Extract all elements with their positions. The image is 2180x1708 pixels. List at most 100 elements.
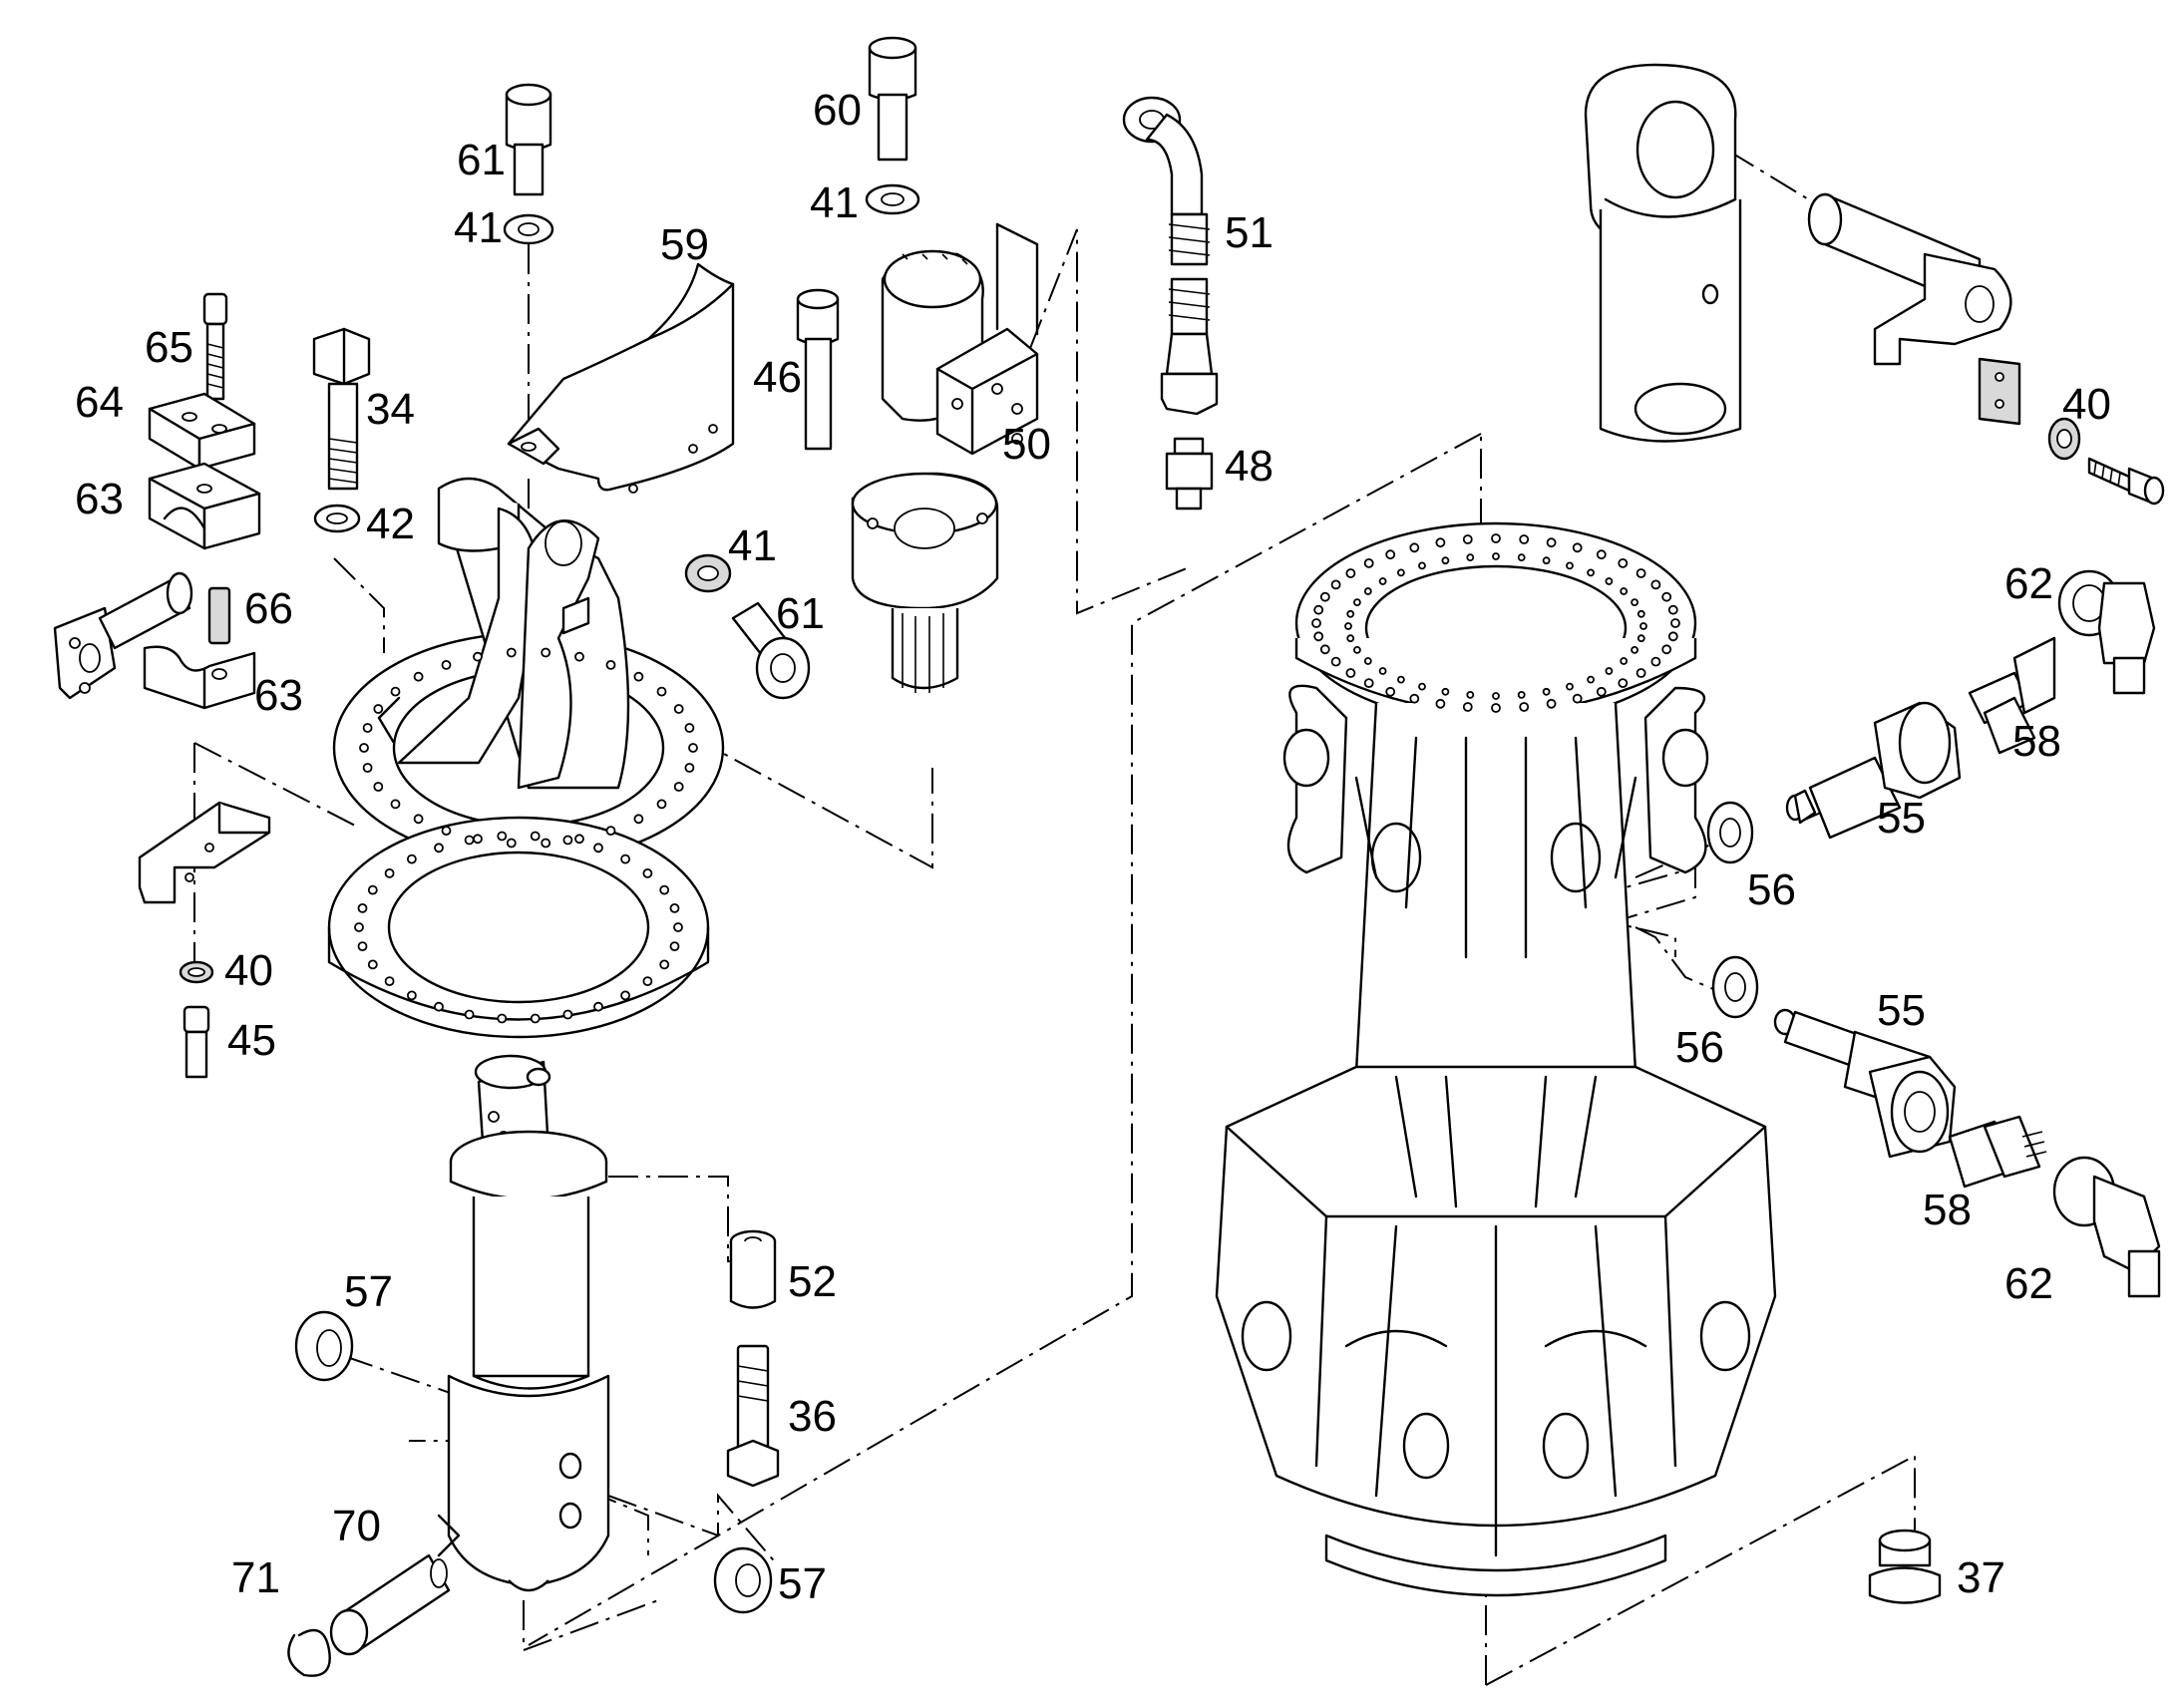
cylinder-rod-eye xyxy=(1584,63,1742,443)
bolt-hole xyxy=(1409,542,1420,553)
bolt-hole xyxy=(1670,618,1680,628)
callout-42: 42 xyxy=(366,500,415,548)
bolt-hole xyxy=(367,884,378,895)
bolt-hole xyxy=(1313,631,1324,642)
screw-65 xyxy=(202,292,228,401)
callout-61-top: 61 xyxy=(457,136,506,184)
column-flange-bolt-holes xyxy=(1311,533,1680,713)
clamp-half-63-bottom xyxy=(143,645,256,710)
fitting-48 xyxy=(1165,437,1214,511)
sensor-55-upper xyxy=(1785,701,1962,840)
elbow-62-upper xyxy=(2057,569,2156,695)
bolt-hole xyxy=(1618,678,1629,688)
bolt-hole xyxy=(1345,568,1356,578)
callout-58-bottom: 58 xyxy=(1923,1186,1972,1234)
gearbox-flange xyxy=(851,472,999,693)
bolt-hole xyxy=(1418,682,1426,691)
bolt-36 xyxy=(726,1344,780,1488)
bolt-hole xyxy=(464,1009,475,1020)
callout-48: 48 xyxy=(1225,442,1273,491)
bolt-hole xyxy=(1363,558,1374,568)
bolt-hole xyxy=(620,990,630,1001)
bolt-hole xyxy=(1517,553,1526,561)
callout-55-bottom: 55 xyxy=(1877,986,1926,1035)
bolt-hole xyxy=(1418,561,1426,570)
bolt-hole xyxy=(1330,656,1341,667)
bolt-hole xyxy=(684,763,695,773)
bolt-hole xyxy=(656,799,667,810)
bolt-hole xyxy=(441,826,452,836)
bolt-hole xyxy=(1319,591,1330,602)
bolt-hole xyxy=(656,686,667,697)
bolt-hole xyxy=(1566,561,1574,570)
washer-41-middle xyxy=(865,183,920,215)
callout-62-bottom: 62 xyxy=(2004,1259,2053,1308)
bolt-hole xyxy=(497,831,508,842)
screw-60 xyxy=(868,36,917,162)
bolt-hole xyxy=(688,743,698,753)
bolt-hole xyxy=(390,799,401,810)
washer-41-top xyxy=(503,213,554,245)
callout-41-middle: 41 xyxy=(810,178,859,227)
bolt-hole xyxy=(1542,556,1551,565)
bolt-hole xyxy=(406,854,417,864)
bolt-hole xyxy=(1620,657,1629,665)
callout-50: 50 xyxy=(1002,420,1051,469)
callout-56-bottom: 56 xyxy=(1675,1023,1724,1072)
bolt-hole xyxy=(642,868,653,878)
bolt-hole xyxy=(1353,646,1361,654)
bolt-hole xyxy=(1635,668,1646,678)
bolt-hole xyxy=(1491,533,1501,543)
bolt-hole xyxy=(541,838,551,849)
bolt-hole xyxy=(362,723,373,733)
bolt-hole xyxy=(1517,691,1526,699)
valve-block-50 xyxy=(881,222,1039,456)
lower-slewing-ring xyxy=(327,816,710,1039)
bolt-hole xyxy=(1605,667,1614,675)
bolt-hole xyxy=(593,843,603,854)
bolt-hole xyxy=(1353,598,1361,606)
bolt-hole xyxy=(406,990,417,1001)
bolt-hole xyxy=(473,834,483,845)
bolt-hole xyxy=(1650,579,1661,590)
bolt-hole xyxy=(620,854,630,864)
bolt-hole xyxy=(1636,609,1645,618)
bolt-hole xyxy=(659,884,670,895)
rotary-union xyxy=(437,1054,610,1592)
bolt-hole xyxy=(1363,678,1374,688)
bolt-hole xyxy=(684,723,695,733)
bolt-hole xyxy=(1631,598,1638,606)
bolt-hole xyxy=(1667,631,1678,642)
callout-65: 65 xyxy=(145,323,193,372)
bolt-hole xyxy=(562,1009,573,1020)
bolt-hole xyxy=(434,843,444,854)
callout-62-top: 62 xyxy=(2004,559,2053,608)
callout-51: 51 xyxy=(1225,208,1273,257)
bolt-hole xyxy=(357,903,368,913)
circlip-71 xyxy=(287,1628,331,1677)
bolt-hole xyxy=(1639,622,1647,630)
bolt-hole xyxy=(1346,609,1355,618)
callout-40-right: 40 xyxy=(2062,380,2111,429)
bolt-hole xyxy=(1546,698,1557,709)
bolt-hole xyxy=(1330,579,1341,590)
bracket-plate xyxy=(138,801,271,904)
bolt-hole xyxy=(1587,675,1595,684)
seal-57-lower xyxy=(713,1546,773,1614)
washer-42 xyxy=(313,504,361,533)
bolt-hole xyxy=(1636,634,1645,643)
bolt-hole xyxy=(384,976,395,986)
mounting-bracket xyxy=(377,477,630,790)
bolt-hole xyxy=(1661,591,1672,602)
bolt-hole xyxy=(1491,703,1501,713)
callout-41-top: 41 xyxy=(454,203,503,252)
bolt-hole xyxy=(506,838,517,849)
bolt-hole xyxy=(1572,542,1583,553)
callout-57-bottom: 57 xyxy=(778,1559,827,1608)
bolt-hole xyxy=(506,647,517,658)
bolt-hole xyxy=(413,671,424,682)
callout-41-lower: 41 xyxy=(728,521,777,570)
hose-51 xyxy=(1122,96,1219,416)
bolt-hole xyxy=(413,814,424,825)
bolt-hole xyxy=(1587,568,1595,577)
